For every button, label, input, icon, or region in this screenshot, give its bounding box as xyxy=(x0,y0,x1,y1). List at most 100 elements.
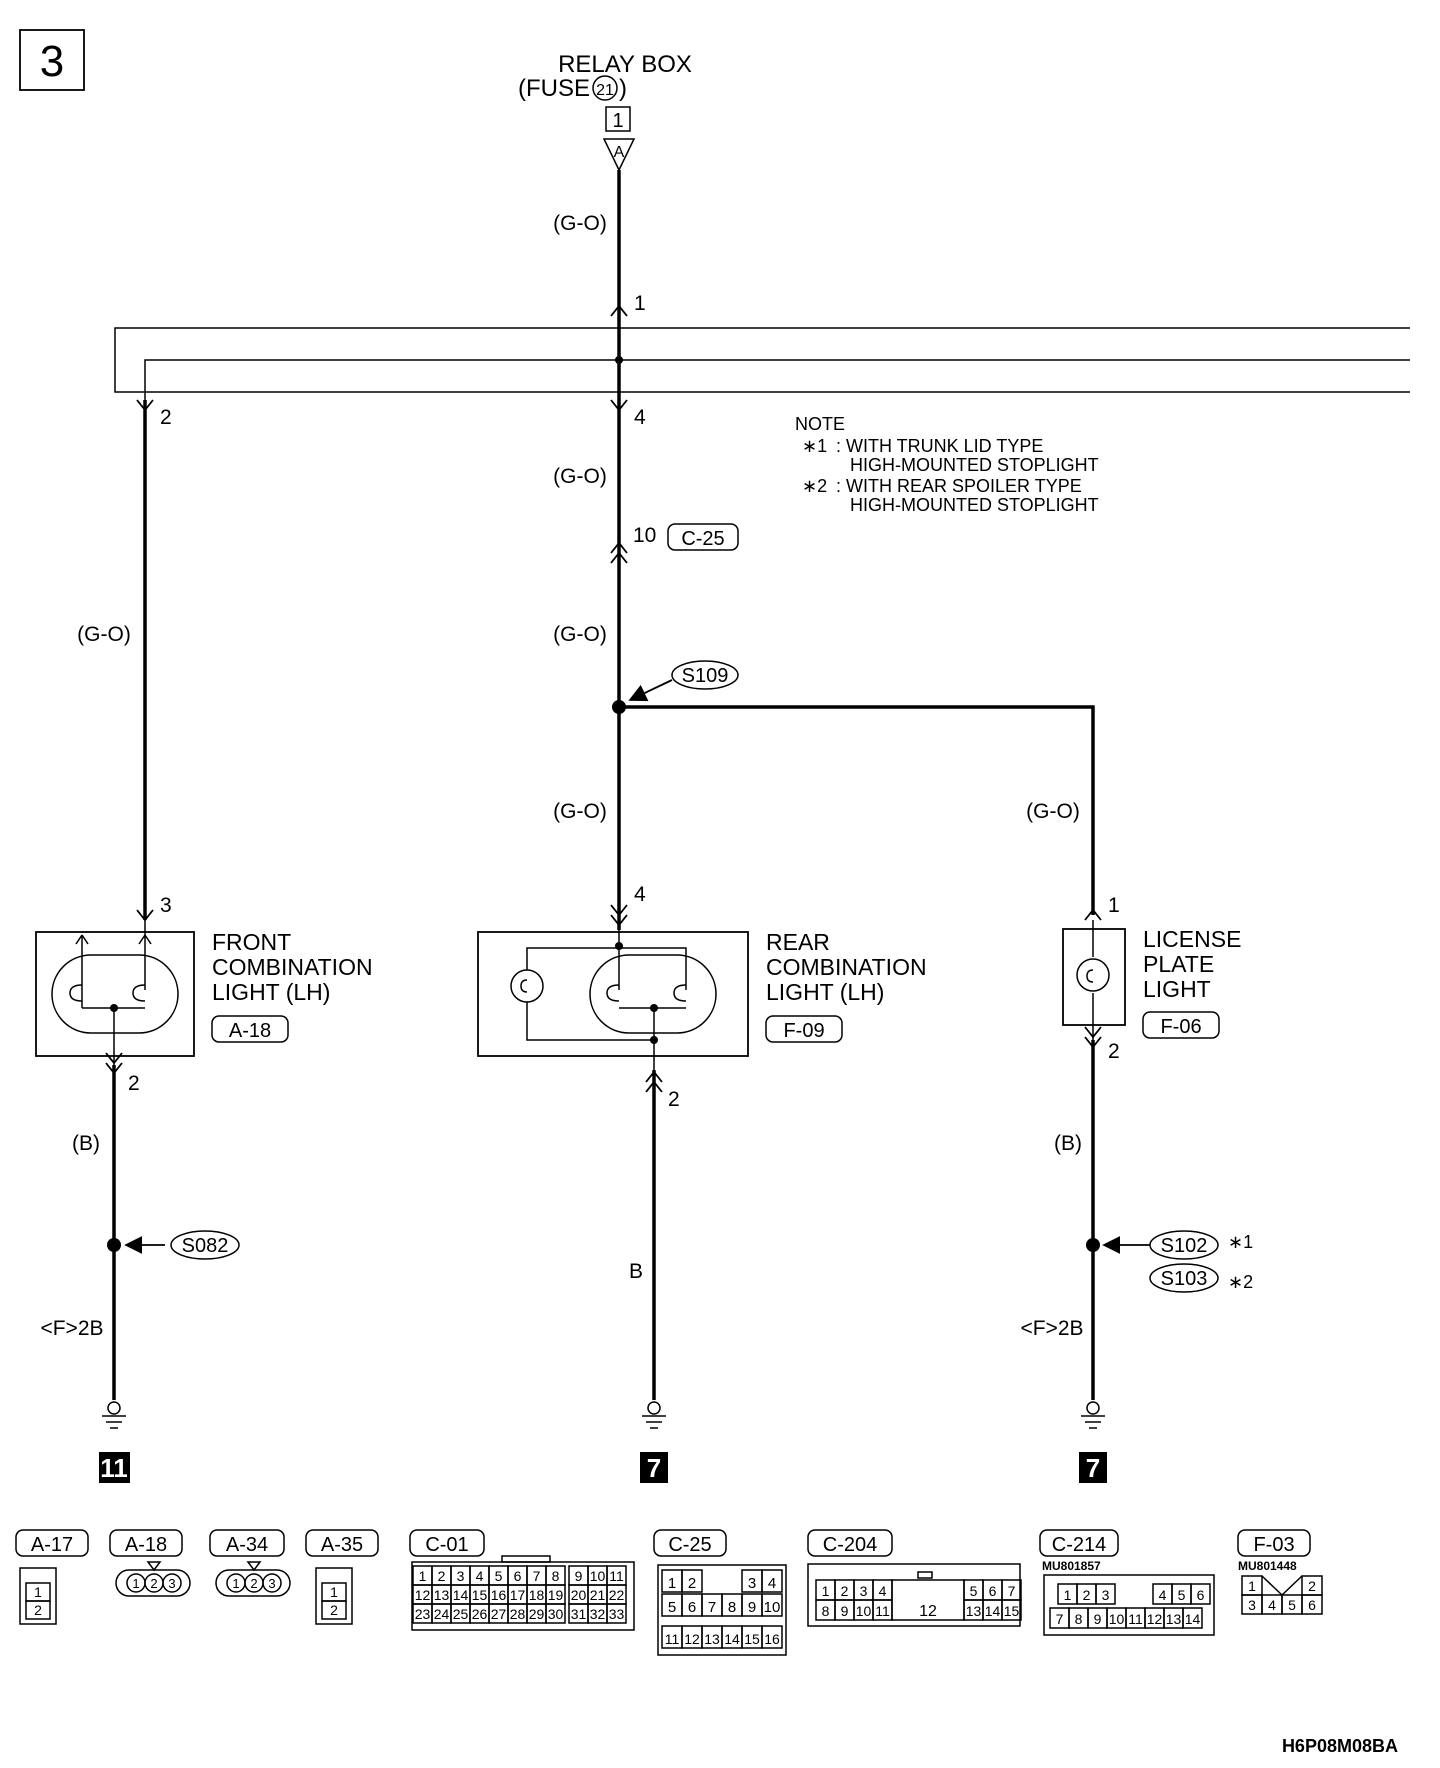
pin-label: 2 xyxy=(128,1072,140,1095)
connector-c25-tag xyxy=(667,523,739,551)
connector-view-a18: A-18 1 2 3 xyxy=(109,1529,191,1597)
pin-number: 4 xyxy=(1268,1597,1276,1613)
connector-mark xyxy=(136,399,154,412)
pin-number: 33 xyxy=(609,1606,625,1622)
relay-connector-pin: 1 xyxy=(612,110,623,132)
pin-number: 7 xyxy=(533,1568,541,1584)
license-light-title-1: LICENSE xyxy=(1143,926,1241,952)
pin-number: 9 xyxy=(841,1603,849,1619)
wire-color-label: (G-O) xyxy=(1026,800,1080,823)
pin-number: 3 xyxy=(1102,1587,1110,1603)
pin-number: 8 xyxy=(728,1599,736,1616)
pin-number: 5 xyxy=(495,1568,503,1584)
pin-cell xyxy=(761,1593,783,1617)
wire-color-label: (G-O) xyxy=(553,212,607,235)
rear-light-title-3: LIGHT (LH) xyxy=(766,979,884,1005)
pin-number: 4 xyxy=(879,1583,887,1599)
splice-s102-tag xyxy=(1149,1230,1219,1260)
pin-number: 2 xyxy=(1308,1578,1316,1594)
pin-number: 16 xyxy=(491,1587,507,1603)
svg-text:2: 2 xyxy=(150,1576,157,1591)
connector-view-a35: A-35 1 2 xyxy=(305,1529,379,1625)
connector-mark xyxy=(1084,1026,1102,1049)
connector-f06-label: F-06 xyxy=(1160,1016,1201,1038)
pin-cell xyxy=(1001,1599,1022,1621)
pin-number: 1 xyxy=(1248,1578,1256,1594)
svg-text:3: 3 xyxy=(168,1576,175,1591)
connector-view-a34: A-34 1 2 3 xyxy=(209,1529,291,1597)
pin-label: 2 xyxy=(160,406,172,429)
splice-s109-label: S109 xyxy=(682,665,729,687)
connector-mark xyxy=(105,1052,123,1075)
svg-text:2: 2 xyxy=(34,1602,42,1618)
pin-number: 5 xyxy=(1288,1597,1296,1613)
pin-number: 4 xyxy=(1159,1587,1167,1603)
fuse-label: (FUSE xyxy=(518,75,590,102)
connector-view-label: C-25 xyxy=(668,1534,711,1556)
pin-number: 29 xyxy=(529,1606,545,1622)
connector-view-label: A-34 xyxy=(226,1534,268,1556)
pin-number: 15 xyxy=(472,1587,488,1603)
pin-number: 8 xyxy=(822,1603,830,1619)
connector-mark xyxy=(610,304,628,317)
pin-label: 1 xyxy=(634,292,646,315)
note-2-text-cont: HIGH-MOUNTED STOPLIGHT xyxy=(850,495,1099,515)
pin-number: 12 xyxy=(919,1603,937,1620)
figure-code: H6P08M08BA xyxy=(1282,1736,1398,1756)
pin-number: 11 xyxy=(1128,1611,1143,1627)
splice-s109-tag xyxy=(671,660,739,690)
pin-label: 2 xyxy=(1108,1040,1120,1063)
pin-label: 10 xyxy=(633,524,656,547)
pin-number: 3 xyxy=(1248,1597,1256,1613)
wire-color-label: (G-O) xyxy=(77,623,131,646)
pin-number: 32 xyxy=(590,1606,606,1622)
license-plate-light: 1 LICENSE PLATE LIGHT F-06 xyxy=(1062,894,1241,1040)
pin-number: 18 xyxy=(529,1587,545,1603)
relay-box: RELAY BOX (FUSE 21 ) 1 A xyxy=(518,51,692,172)
pin-number: 11 xyxy=(875,1603,890,1619)
splice-s102-label: S102 xyxy=(1161,1235,1208,1257)
pin-number: 12 xyxy=(684,1631,700,1647)
front-combination-light: 3 FRONT COMBINATION LIGHT (LH) A-18 xyxy=(35,894,373,1065)
pin-number: 14 xyxy=(985,1603,1001,1619)
pin-cell xyxy=(1095,1583,1116,1605)
pin-number: 12 xyxy=(415,1587,431,1603)
pin-number: 1 xyxy=(668,1575,676,1592)
ground-ref-label: 11 xyxy=(100,1453,128,1483)
svg-text:3: 3 xyxy=(268,1576,275,1591)
pin-number: 6 xyxy=(688,1599,696,1616)
rear-light-title-1: REAR xyxy=(766,929,830,955)
pin-number: 24 xyxy=(434,1606,450,1622)
pin-number: 10 xyxy=(764,1599,781,1616)
page-number-box: 3 xyxy=(19,29,85,91)
pin-number: 3 xyxy=(860,1583,868,1599)
splice-s103-label: S103 xyxy=(1161,1268,1208,1290)
pin-number: 13 xyxy=(1166,1611,1182,1627)
svg-text:1: 1 xyxy=(232,1576,239,1591)
pin-number: 15 xyxy=(744,1631,760,1647)
connector-view-label: C-204 xyxy=(823,1534,877,1556)
pin-number: 2 xyxy=(841,1583,849,1599)
pin-number: 5 xyxy=(668,1599,676,1616)
svg-text:1: 1 xyxy=(132,1576,139,1591)
pin-number: 10 xyxy=(1109,1611,1125,1627)
connector-part-no: MU801448 xyxy=(1238,1559,1297,1573)
pin-number: 10 xyxy=(590,1568,606,1584)
fuse-number: 21 xyxy=(596,82,614,99)
pin-number: 11 xyxy=(609,1568,624,1584)
connector-view-label: F-03 xyxy=(1253,1534,1294,1556)
star-1-mark: ∗1 xyxy=(1228,1232,1253,1252)
pin-label: 4 xyxy=(634,406,646,429)
connector-mark xyxy=(645,1070,663,1093)
note-2-text: : WITH REAR SPOILER TYPE xyxy=(836,476,1082,496)
pin-number: 4 xyxy=(476,1568,484,1584)
connector-view-label: C-214 xyxy=(1052,1534,1106,1556)
license-light-title-2: PLATE xyxy=(1143,951,1214,977)
wire-color-label: (B) xyxy=(1054,1132,1082,1155)
pin-number: 4 xyxy=(768,1575,776,1592)
ground-symbol: 7 xyxy=(1079,1401,1107,1483)
pin-number: 12 xyxy=(1147,1611,1163,1627)
pin-number: 2 xyxy=(438,1568,446,1584)
pin-label: 4 xyxy=(634,883,646,906)
